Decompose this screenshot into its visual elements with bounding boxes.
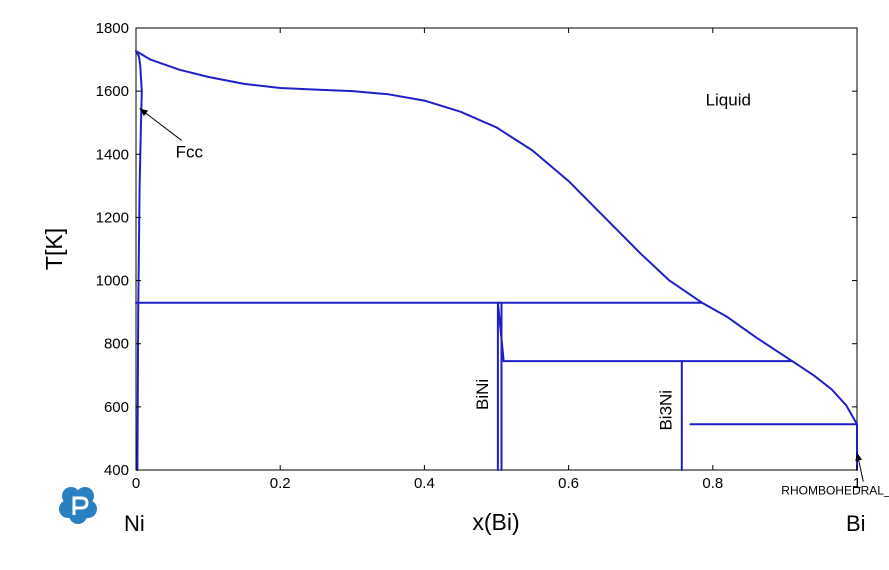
x-tick-label: 0 [132,475,140,492]
x-axis-title: x(Bi) [472,509,519,535]
arrow-head-icon [855,452,863,462]
arrow-head-icon [139,108,149,117]
y-tick-label: 600 [104,399,129,416]
x-tick-label: 0.8 [702,475,723,492]
y-tick-label: 1400 [96,146,129,163]
x-tick-label: 1 [853,475,861,492]
y-tick-label: 1800 [96,20,129,37]
phase-label-bini: BiNi [473,379,492,410]
x-tick-label: 0.4 [414,475,435,492]
annotation-leader-line [139,108,182,141]
brand-logo-icon [59,487,97,524]
phase-label-liquid: Liquid [706,90,751,109]
y-tick-label: 1200 [96,209,129,226]
y-tick-label: 1600 [96,83,129,100]
phase-boundaries [135,50,858,471]
y-tick-label: 800 [104,336,129,353]
right-element-label: Bi [846,511,866,536]
y-axis-title: T[K] [41,228,67,270]
x-tick-label: 0.2 [270,475,291,492]
left-element-label: Ni [124,511,145,536]
phase-label-bi3ni: Bi3Ni [657,390,676,431]
y-tick-label: 400 [104,462,129,479]
phase-label-rhombohedral-a7: RHOMBOHEDRAL_A7 [781,484,889,498]
plot-frame [135,27,858,471]
y-tick-label: 1000 [96,273,129,290]
x-tick-label: 0.6 [558,475,579,492]
phase-boundary-6 [496,301,505,363]
phase-boundary-2 [135,50,143,471]
phase-label-fcc: Fcc [176,142,204,161]
